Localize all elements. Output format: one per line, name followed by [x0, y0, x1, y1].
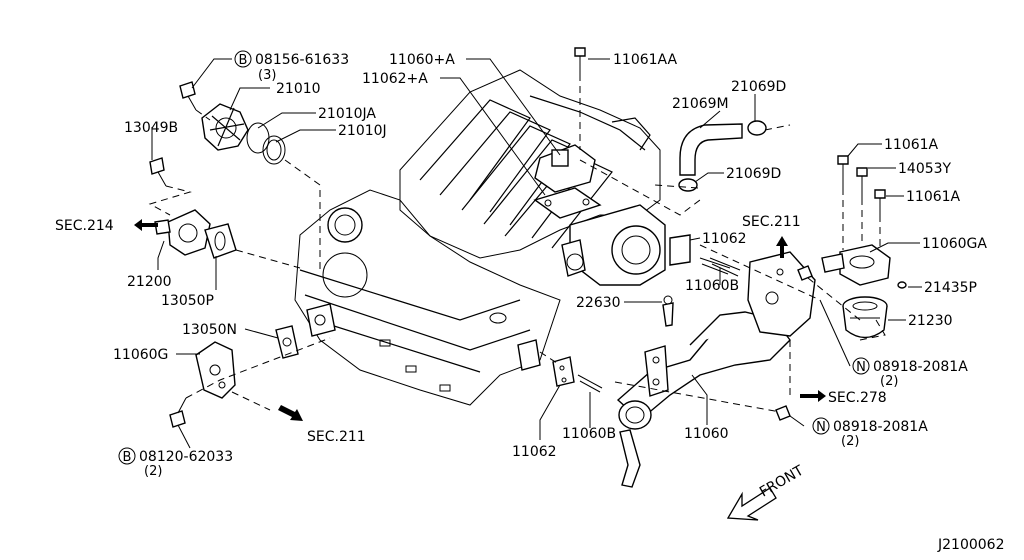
water-pump-assembly	[179, 81, 286, 165]
label-11060GA: 11060GA	[922, 236, 987, 252]
label-11060: 11060	[684, 426, 729, 442]
label-11061A-2: 11061A	[906, 189, 961, 205]
label-11062-right: 11062	[702, 231, 747, 247]
label-sec278: SEC.278	[828, 390, 887, 406]
label-21069M: 21069M	[672, 96, 729, 112]
label-21435P: 21435P	[924, 280, 977, 296]
label-11061A-1: 11061A	[884, 137, 939, 153]
label-14053Y: 14053Y	[898, 161, 952, 177]
bolt-marker-letter: B	[239, 53, 248, 68]
arrow-sec214-icon	[134, 219, 158, 231]
bolt-icons	[574, 47, 886, 421]
water-outlet-rear-assembly	[169, 303, 603, 428]
nut-marker-icon: N	[852, 357, 870, 375]
label-08156-qty: (3)	[258, 68, 276, 83]
label-21069D-top: 21069D	[731, 79, 786, 95]
nut-icon	[797, 265, 813, 281]
intake-manifold-illustration	[294, 69, 741, 406]
label-21200: 21200	[127, 274, 172, 290]
label-sec214: SEC.214	[55, 218, 114, 234]
bolt-11061AA-icon	[574, 47, 586, 57]
bolt-11061A-1-icon	[837, 155, 849, 165]
label-21069D-mid: 21069D	[726, 166, 781, 182]
label-21010: 21010	[276, 81, 321, 97]
label-sec211-right: SEC.211	[742, 214, 801, 230]
label-08918-2-qty: (2)	[841, 434, 859, 449]
label-08120: 08120-62033	[139, 449, 233, 465]
leader-lines	[151, 58, 922, 449]
label-21010J: 21010J	[338, 123, 387, 139]
nut-marker-letter: N	[856, 360, 866, 375]
arrow-sec278-icon	[800, 390, 826, 402]
label-11062A: 11062+A	[362, 71, 428, 87]
water-outlet-assembly	[616, 244, 907, 488]
nut-marker-icon: N	[812, 417, 830, 435]
label-21010JA: 21010JA	[318, 106, 376, 122]
label-13050N: 13050N	[182, 322, 237, 338]
bolt-marker-icon: B	[118, 447, 136, 465]
section-arrows	[134, 219, 826, 521]
bolt-11061A-2-icon	[874, 189, 886, 199]
label-11061AA: 11061AA	[613, 52, 678, 68]
label-front: FRONT	[757, 462, 807, 500]
label-22630: 22630	[576, 295, 621, 311]
label-11060B-right: 11060B	[685, 278, 739, 294]
nut-icon	[775, 405, 791, 421]
part-labels: 08156-61633 (3) 21010 21010JA 21010J 130…	[55, 52, 1004, 553]
label-11060A: 11060+A	[389, 52, 455, 68]
arrow-front-icon	[726, 487, 777, 521]
label-13050P: 13050P	[161, 293, 214, 309]
bolt-14053Y-icon	[856, 167, 868, 177]
label-21230: 21230	[908, 313, 953, 329]
bolt-marker-letter: B	[123, 450, 132, 465]
label-08918-2: 08918-2081A	[833, 419, 928, 435]
label-11062-bottom: 11062	[512, 444, 557, 460]
assembly-dashed-lines	[148, 74, 886, 413]
arrow-sec211-right-icon	[776, 236, 788, 258]
label-11060B-bottom: 11060B	[562, 426, 616, 442]
arrow-sec211-bottom-icon	[278, 405, 303, 421]
diagram-code: J2100062	[937, 537, 1004, 553]
marker-circles: B B N N	[118, 50, 870, 465]
nut-marker-letter: N	[816, 420, 826, 435]
label-13049B: 13049B	[124, 120, 178, 136]
label-08156: 08156-61633	[255, 52, 349, 68]
label-08918-1: 08918-2081A	[873, 359, 968, 375]
label-11060G: 11060G	[113, 347, 168, 363]
label-sec211-bottom: SEC.211	[307, 429, 366, 445]
label-08918-1-qty: (2)	[880, 374, 898, 389]
bolt-marker-icon: B	[234, 50, 252, 68]
label-08120-qty: (2)	[144, 464, 162, 479]
water-inlet-assembly	[149, 157, 237, 259]
